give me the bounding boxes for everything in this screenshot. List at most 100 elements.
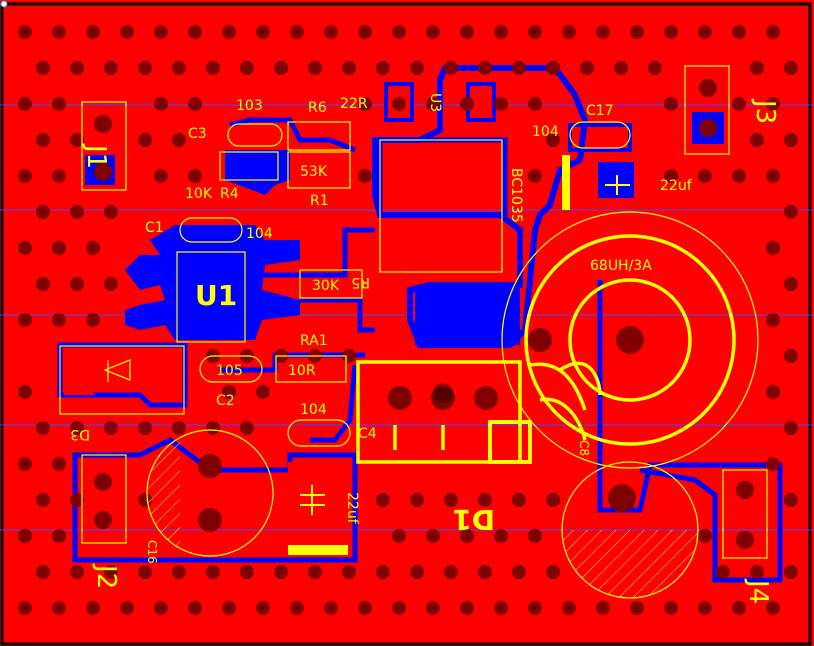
value-104-c17: 104 bbox=[532, 124, 559, 140]
value-bc1035: BC1035 bbox=[508, 168, 524, 223]
via bbox=[358, 97, 372, 111]
label-c8: C8 bbox=[577, 440, 591, 456]
via bbox=[698, 169, 712, 183]
via bbox=[732, 97, 746, 111]
via bbox=[70, 493, 84, 507]
polarity-marks bbox=[300, 175, 630, 515]
via bbox=[18, 97, 32, 111]
via bbox=[342, 61, 356, 75]
via bbox=[784, 61, 798, 75]
via bbox=[392, 601, 406, 615]
via bbox=[18, 169, 32, 183]
via bbox=[426, 25, 440, 39]
via bbox=[18, 601, 32, 615]
via bbox=[70, 133, 84, 147]
via bbox=[342, 565, 356, 579]
label-u1: U1 bbox=[195, 279, 237, 312]
via bbox=[750, 61, 764, 75]
via bbox=[308, 565, 322, 579]
via bbox=[70, 565, 84, 579]
via bbox=[274, 61, 288, 75]
via bbox=[256, 385, 270, 399]
via bbox=[562, 601, 576, 615]
via bbox=[460, 529, 474, 543]
via bbox=[52, 169, 66, 183]
label-r6: R6 bbox=[308, 100, 327, 116]
via bbox=[580, 61, 594, 75]
via bbox=[104, 421, 118, 435]
via bbox=[52, 529, 66, 543]
via bbox=[562, 25, 576, 39]
label-ra1: RA1 bbox=[300, 333, 328, 349]
value-104-c1: 104 bbox=[246, 226, 273, 242]
via bbox=[784, 421, 798, 435]
via bbox=[546, 493, 560, 507]
via bbox=[376, 493, 390, 507]
via bbox=[36, 277, 50, 291]
via bbox=[664, 169, 678, 183]
value-105: 105 bbox=[216, 363, 243, 379]
via bbox=[36, 421, 50, 435]
via bbox=[784, 565, 798, 579]
via bbox=[766, 601, 780, 615]
via bbox=[324, 25, 338, 39]
value-53k: 53K bbox=[300, 164, 328, 180]
via bbox=[512, 565, 526, 579]
via bbox=[664, 25, 678, 39]
via bbox=[358, 169, 372, 183]
via bbox=[18, 385, 32, 399]
via bbox=[172, 61, 186, 75]
pad-holes bbox=[433, 383, 453, 403]
value-22uf-bottom: 22uf bbox=[344, 492, 360, 525]
via bbox=[546, 61, 560, 75]
via bbox=[36, 565, 50, 579]
label-c17: C17 bbox=[586, 103, 614, 119]
via bbox=[358, 601, 372, 615]
via bbox=[494, 97, 508, 111]
via bbox=[154, 169, 168, 183]
via bbox=[596, 601, 610, 615]
via bbox=[104, 205, 118, 219]
via bbox=[206, 61, 220, 75]
via bbox=[478, 565, 492, 579]
via bbox=[494, 529, 508, 543]
via bbox=[630, 25, 644, 39]
via bbox=[410, 61, 424, 75]
via bbox=[426, 601, 440, 615]
via bbox=[766, 313, 780, 327]
via bbox=[784, 277, 798, 291]
via bbox=[426, 97, 440, 111]
value-30k: 30K bbox=[312, 278, 340, 294]
via bbox=[70, 277, 84, 291]
via bbox=[138, 565, 152, 579]
via bbox=[86, 601, 100, 615]
via bbox=[36, 61, 50, 75]
via bbox=[494, 25, 508, 39]
via bbox=[630, 601, 644, 615]
via bbox=[460, 97, 474, 111]
via bbox=[614, 61, 628, 75]
via bbox=[732, 169, 746, 183]
via bbox=[138, 133, 152, 147]
via bbox=[698, 601, 712, 615]
via bbox=[138, 61, 152, 75]
via bbox=[70, 205, 84, 219]
via bbox=[154, 25, 168, 39]
via bbox=[410, 565, 424, 579]
label-c16: C16 bbox=[145, 540, 159, 564]
silk-labels: J1 J2 J3 J4 U1 U3 D1 D3 C1 C2 C3 C4 C8 C… bbox=[70, 93, 780, 604]
via bbox=[206, 421, 220, 435]
via bbox=[376, 565, 390, 579]
via bbox=[188, 97, 202, 111]
via bbox=[188, 25, 202, 39]
via bbox=[290, 601, 304, 615]
via bbox=[120, 601, 134, 615]
via bbox=[546, 133, 560, 147]
via bbox=[240, 421, 254, 435]
via bbox=[240, 61, 254, 75]
via bbox=[240, 565, 254, 579]
label-d3: D3 bbox=[70, 426, 90, 442]
label-j2: J2 bbox=[91, 563, 121, 589]
